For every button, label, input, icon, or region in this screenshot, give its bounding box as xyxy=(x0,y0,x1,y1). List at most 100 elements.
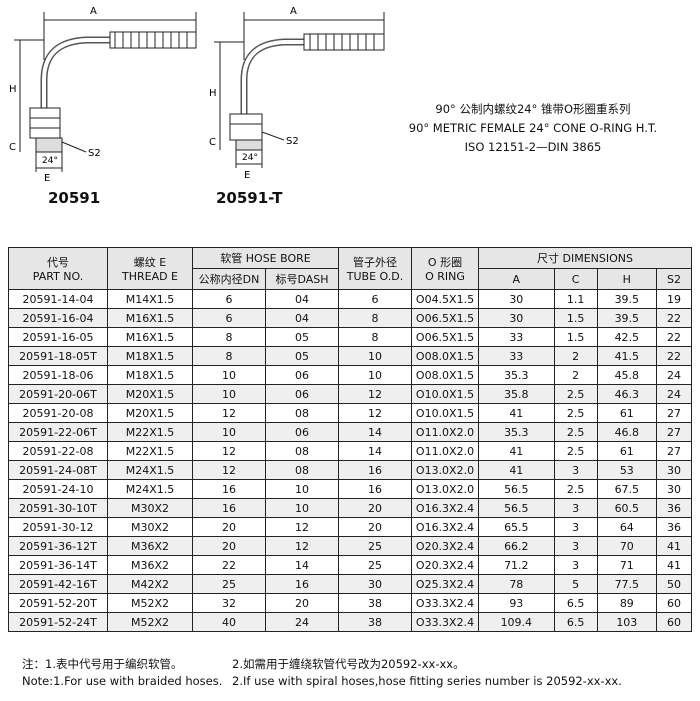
cell-dim-h: 60.5 xyxy=(596,498,657,518)
col-a: A xyxy=(478,268,555,290)
cell-dim-c: 2 xyxy=(553,365,598,385)
cell-hose-dash: 06 xyxy=(265,384,339,404)
cell-dim-s2: 36 xyxy=(655,517,693,537)
cell-tube-od: 14 xyxy=(338,422,412,442)
cell-hose-dn: 6 xyxy=(192,308,266,328)
cell-dim-h: 89 xyxy=(596,593,657,613)
cell-dim-s2: 41 xyxy=(655,555,693,575)
cell-hose-dash: 05 xyxy=(265,327,339,347)
cell-dim-h: 46.3 xyxy=(596,384,657,404)
cell-part-no: 20591-30-10T xyxy=(8,498,108,518)
cell-tube-od: 8 xyxy=(338,308,412,328)
cell-hose-dash: 06 xyxy=(265,365,339,385)
fitting-drawing-20591-t: A H C E S2 24° xyxy=(209,6,385,181)
cell-o-ring: O08.0X1.5 xyxy=(411,346,479,366)
cell-hose-dn: 12 xyxy=(192,460,266,480)
cell-part-no: 20591-36-14T xyxy=(8,555,108,575)
cell-thread: M14X1.5 xyxy=(107,289,193,309)
cell-dim-h: 46.8 xyxy=(596,422,657,442)
cell-tube-od: 20 xyxy=(338,517,412,537)
cell-thread: M16X1.5 xyxy=(107,308,193,328)
cell-dim-h: 77.5 xyxy=(596,574,657,594)
cell-dim-s2: 30 xyxy=(655,460,693,480)
cell-dim-s2: 27 xyxy=(655,422,693,442)
cell-dim-s2: 60 xyxy=(655,593,693,613)
cell-part-no: 20591-30-12 xyxy=(8,517,108,537)
cell-dim-a: 30 xyxy=(478,308,555,328)
cell-o-ring: O20.3X2.4 xyxy=(411,555,479,575)
cell-part-no: 20591-16-04 xyxy=(8,308,108,328)
model-label-20591: 20591 xyxy=(48,189,101,207)
cell-dim-c: 2.5 xyxy=(553,422,598,442)
cell-dim-a: 35.3 xyxy=(478,422,555,442)
cell-dim-c: 3 xyxy=(553,517,598,537)
cell-part-no: 20591-22-06T xyxy=(8,422,108,442)
cell-hose-dn: 10 xyxy=(192,365,266,385)
cell-tube-od: 16 xyxy=(338,479,412,499)
cell-hose-dash: 10 xyxy=(265,498,339,518)
cell-hose-dash: 06 xyxy=(265,422,339,442)
col-s2: S2 xyxy=(655,268,693,290)
cell-dim-h: 70 xyxy=(596,536,657,556)
cell-o-ring: O20.3X2.4 xyxy=(411,536,479,556)
dim-h-label: H xyxy=(209,88,217,99)
cell-part-no: 20591-52-20T xyxy=(8,593,108,613)
cell-dim-h: 103 xyxy=(596,612,657,632)
cell-dim-a: 65.5 xyxy=(478,517,555,537)
cell-part-no: 20591-22-08 xyxy=(8,441,108,461)
cell-dim-c: 3 xyxy=(553,460,598,480)
cell-o-ring: O11.0X2.0 xyxy=(411,422,479,442)
cell-part-no: 20591-20-06T xyxy=(8,384,108,404)
cell-tube-od: 25 xyxy=(338,536,412,556)
cell-dim-h: 61 xyxy=(596,441,657,461)
cell-dim-c: 2.5 xyxy=(553,479,598,499)
cell-thread: M22X1.5 xyxy=(107,441,193,461)
dim-c-label: C xyxy=(209,137,216,148)
dim-a-label: A xyxy=(290,6,297,17)
cell-hose-dn: 8 xyxy=(192,346,266,366)
cell-tube-od: 10 xyxy=(338,346,412,366)
cell-dim-c: 2.5 xyxy=(553,441,598,461)
cell-dim-c: 6.5 xyxy=(553,593,598,613)
cell-thread: M20X1.5 xyxy=(107,384,193,404)
note-en-2: 2.If use with spiral hoses,hose fitting … xyxy=(232,674,622,688)
dim-a-label: A xyxy=(90,6,97,17)
cell-thread: M36X2 xyxy=(107,555,193,575)
cell-dim-h: 67.5 xyxy=(596,479,657,499)
cell-dim-a: 33 xyxy=(478,327,555,347)
cell-tube-od: 38 xyxy=(338,612,412,632)
cell-dim-s2: 36 xyxy=(655,498,693,518)
cell-dim-c: 2.5 xyxy=(553,384,598,404)
cell-tube-od: 10 xyxy=(338,365,412,385)
cell-hose-dash: 08 xyxy=(265,403,339,423)
dim-e-label: E xyxy=(244,170,250,181)
cell-thread: M52X2 xyxy=(107,593,193,613)
cell-hose-dn: 12 xyxy=(192,403,266,423)
cell-dim-c: 6.5 xyxy=(553,612,598,632)
cell-hose-dash: 10 xyxy=(265,479,339,499)
cell-hose-dn: 12 xyxy=(192,441,266,461)
cell-dim-a: 71.2 xyxy=(478,555,555,575)
cell-hose-dash: 04 xyxy=(265,289,339,309)
cell-o-ring: O08.0X1.5 xyxy=(411,365,479,385)
cell-thread: M18X1.5 xyxy=(107,365,193,385)
cell-dim-s2: 24 xyxy=(655,365,693,385)
cell-dim-h: 61 xyxy=(596,403,657,423)
cell-dim-c: 2.5 xyxy=(553,403,598,423)
col-dimensions: 尺寸 DIMENSIONS xyxy=(478,247,692,269)
cell-dim-s2: 30 xyxy=(655,479,693,499)
cell-dim-a: 78 xyxy=(478,574,555,594)
cell-hose-dash: 12 xyxy=(265,536,339,556)
cell-dim-h: 71 xyxy=(596,555,657,575)
cell-dim-a: 56.5 xyxy=(478,479,555,499)
